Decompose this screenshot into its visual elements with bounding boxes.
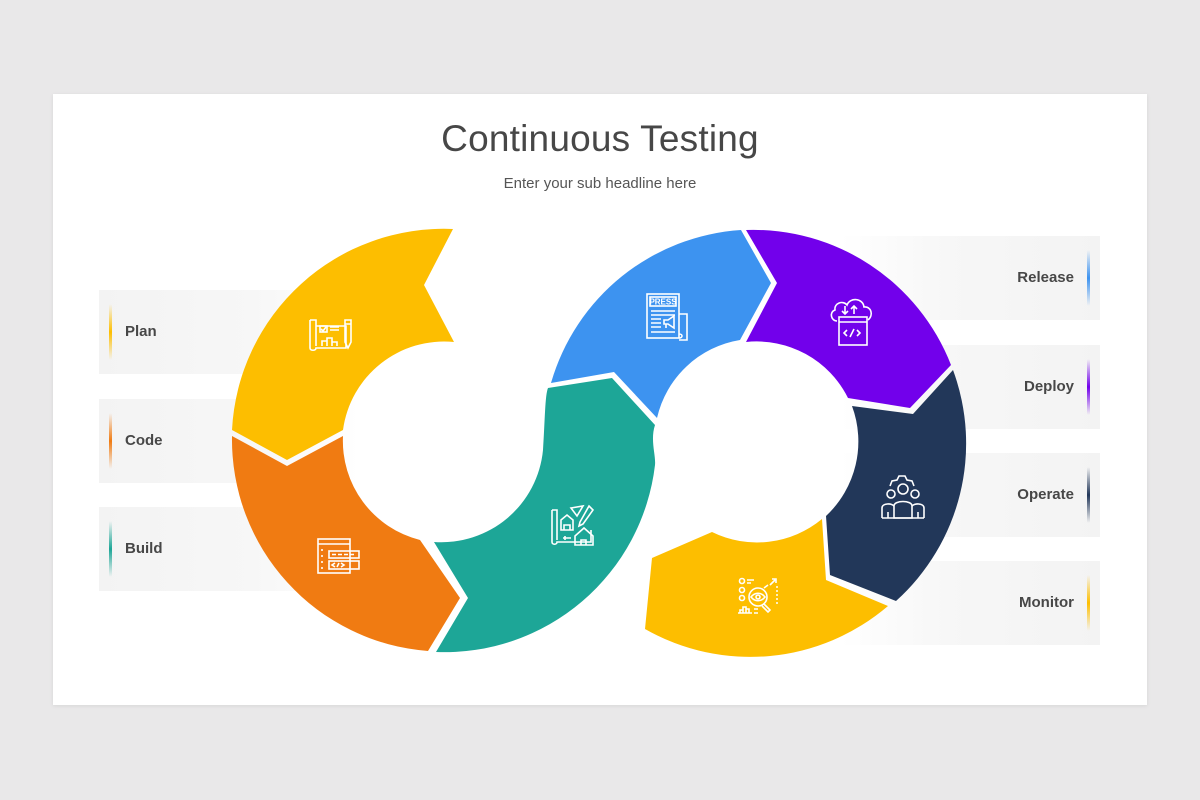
deploy-accent-bar (1087, 359, 1090, 415)
label-monitor-text: Monitor (1019, 594, 1074, 611)
label-operate-text: Operate (1017, 486, 1074, 503)
segment-build (434, 378, 656, 653)
release-accent-bar (1087, 250, 1090, 306)
operate-accent-bar (1087, 467, 1090, 523)
code-accent-bar (109, 413, 112, 469)
segment-deploy (746, 229, 951, 408)
label-plan-text: Plan (125, 323, 157, 340)
blueprint-icon (309, 319, 352, 352)
build-accent-bar (109, 521, 112, 577)
plan-accent-bar (109, 304, 112, 360)
page-subtitle: Enter your sub headline here (503, 175, 697, 192)
segment-plan (232, 228, 454, 460)
cloud-deploy-icon (830, 298, 873, 346)
svg-text:PRESS: PRESS (649, 298, 677, 307)
press-release-icon: PRESS (646, 293, 688, 341)
segment-monitor (645, 519, 888, 657)
house-plan-icon (551, 504, 595, 546)
monitor-accent-bar (1087, 575, 1090, 631)
label-deploy-text: Deploy (1023, 378, 1074, 395)
team-gear-icon (881, 475, 925, 519)
label-build-text: Build (125, 540, 163, 557)
label-code-text: Code (125, 432, 163, 449)
page-title: Continuous Testing (441, 118, 759, 159)
code-window-icon (317, 538, 360, 574)
segment-release (551, 230, 771, 418)
label-release-text: Release (1017, 269, 1074, 286)
segment-operate (826, 370, 967, 601)
monitoring-eye-icon (738, 577, 778, 614)
